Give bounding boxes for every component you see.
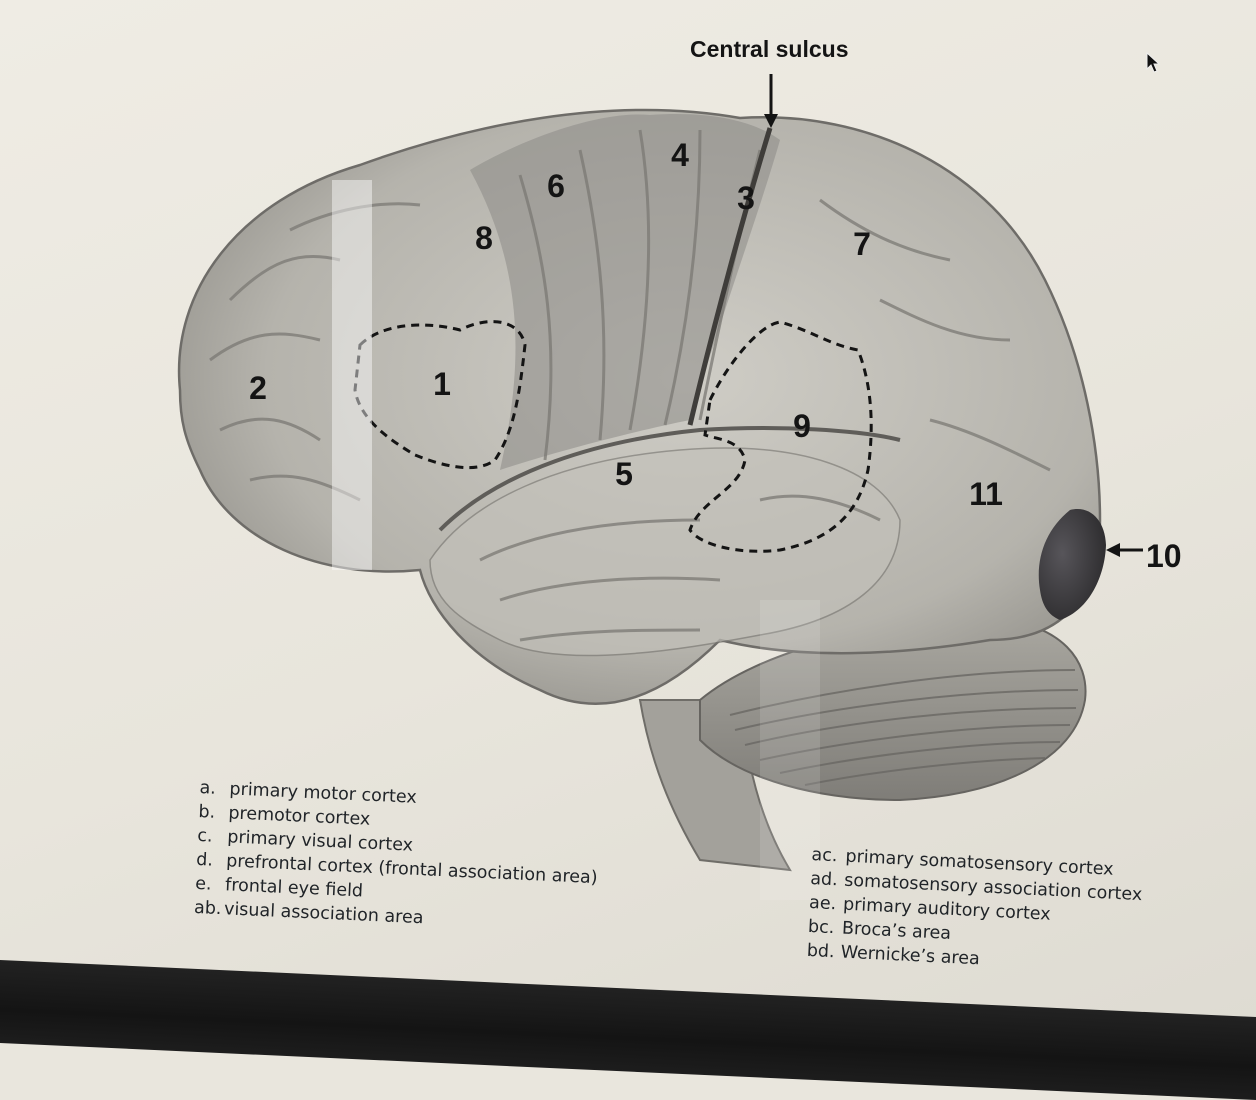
region-number-3: 3 xyxy=(737,180,755,216)
label-10-arrow-head xyxy=(1106,543,1120,557)
region-number-2: 2 xyxy=(249,370,267,406)
legend-code: e. xyxy=(194,873,212,895)
primary-visual-cortex-region xyxy=(1038,509,1106,620)
precentral-region xyxy=(470,114,780,471)
temporal-lobe xyxy=(429,447,901,657)
screen-glare-2 xyxy=(760,600,820,900)
legend-code: c. xyxy=(196,825,213,847)
central-sulcus xyxy=(687,127,773,426)
legend-code: a. xyxy=(199,778,217,799)
lateral-sulcus xyxy=(438,426,901,532)
screen-glare xyxy=(332,180,372,570)
region-number-9: 9 xyxy=(793,408,811,444)
region-number-4: 4 xyxy=(671,137,689,173)
legend-code: ad. xyxy=(809,868,839,891)
legend-left: a.primary motor cortex b.premotor cortex… xyxy=(193,778,601,940)
brain-diagram xyxy=(177,74,1143,900)
central-sulcus-arrow-head xyxy=(764,114,778,128)
dashed-region-1 xyxy=(353,320,527,470)
region-number-7: 7 xyxy=(853,226,871,262)
region-number-5: 5 xyxy=(615,456,633,492)
region-number-6: 6 xyxy=(547,168,565,204)
legend-code: ae. xyxy=(808,892,837,915)
region-number-10: 10 xyxy=(1146,538,1182,574)
region-number-8: 8 xyxy=(475,220,493,256)
mouse-cursor-icon xyxy=(1146,52,1161,73)
legend-code: b. xyxy=(198,801,216,823)
legend-code: ab. xyxy=(193,897,222,920)
dashed-region-9 xyxy=(688,320,873,553)
region-number-11: 11 xyxy=(969,476,1003,512)
legend-code: bc. xyxy=(807,916,835,939)
central-sulcus-label: Central sulcus xyxy=(690,36,849,62)
legend-code: bd. xyxy=(806,940,836,963)
legend-right: ac.primary somatosensory cortex ad.somat… xyxy=(806,845,1144,981)
legend-code: ac. xyxy=(811,845,838,867)
region-number-1: 1 xyxy=(433,366,451,402)
legend-code: d. xyxy=(195,849,214,871)
legend-text: Broca’s area xyxy=(841,918,952,944)
